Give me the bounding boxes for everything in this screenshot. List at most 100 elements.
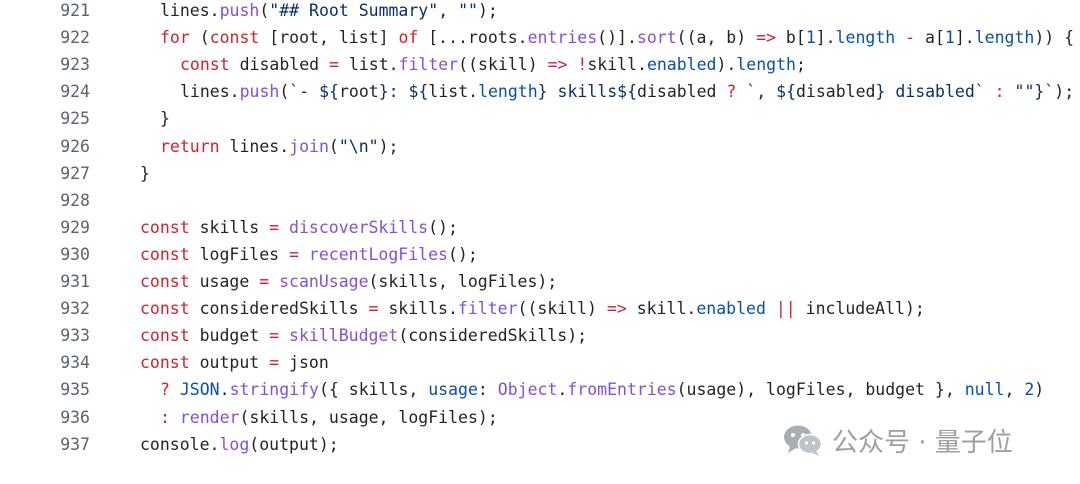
code-token: ();: [447, 244, 478, 264]
code-token: (usage), logFiles, budget },: [676, 380, 965, 400]
code-token: fromEntries: [567, 380, 677, 400]
code-token: [736, 82, 746, 101]
code-text: const output = json: [140, 349, 329, 376]
code-token: const: [140, 326, 190, 346]
code-token: [567, 55, 577, 74]
code-token: `, ${: [746, 82, 796, 102]
code-token: disabled: [637, 82, 727, 102]
line-number: 922: [60, 28, 90, 48]
code-token: 2: [1024, 380, 1035, 400]
code-token: !: [577, 55, 588, 75]
code-text: return lines.join("\n");: [160, 133, 398, 160]
code-token: ?: [726, 82, 737, 102]
code-token: "\n": [338, 136, 379, 156]
code-token: join: [289, 136, 329, 156]
code-token: "": [458, 1, 478, 20]
code-token: skills.: [378, 299, 458, 319]
code-token: [299, 245, 309, 264]
code-text: lines.push("## Root Summary", "");: [160, 0, 498, 24]
code-line: 925}: [0, 105, 1080, 132]
code-token: ||: [775, 299, 796, 319]
code-text: const logFiles = recentLogFiles();: [140, 241, 478, 268]
code-token: =: [269, 353, 280, 373]
code-token: const: [180, 55, 230, 75]
wechat-icon: [782, 422, 824, 458]
line-number: 928: [60, 190, 90, 210]
code-token: ,: [1004, 380, 1025, 400]
code-token: }`: [1034, 82, 1055, 102]
code-token: ((skill): [458, 55, 548, 75]
code-token: of: [398, 28, 419, 48]
code-token: )) {: [1034, 28, 1075, 48]
code-token: entries: [527, 28, 598, 48]
line-number: 930: [60, 244, 90, 264]
code-token: lines.: [160, 1, 220, 20]
code-token: Object: [497, 380, 558, 400]
code-token: :: [994, 82, 1005, 102]
code-token: 1: [944, 28, 955, 48]
code-token: (: [259, 1, 270, 20]
code-token: );: [1054, 82, 1075, 102]
code-token: scanUsage: [279, 272, 369, 291]
code-token: budget: [189, 326, 270, 346]
code-token: discoverSkills: [289, 217, 429, 237]
code-token: "## Root Summary": [269, 1, 439, 20]
code-token: list.: [428, 82, 479, 102]
line-number: 937: [60, 434, 90, 454]
code-token: [...roots.: [418, 28, 528, 48]
code-token: consideredSkills: [189, 299, 369, 319]
code-token: enabled: [646, 55, 717, 75]
code-token: const: [140, 299, 190, 319]
code-token: skill.: [626, 299, 697, 319]
code-token: [269, 272, 279, 291]
code-token: }: [140, 163, 150, 183]
code-token: (: [189, 28, 210, 48]
line-number: 927: [60, 163, 90, 183]
code-token: skillBudget: [289, 326, 399, 346]
code-text: ? JSON.stringify({ skills, usage: Object…: [160, 376, 1044, 403]
code-token: [279, 218, 289, 237]
code-token: ()].: [597, 28, 637, 48]
code-token: output: [189, 353, 270, 373]
code-token: =: [259, 272, 270, 291]
code-token: length: [736, 55, 796, 75]
code-token: }: [160, 109, 170, 129]
code-token: =>: [756, 28, 776, 48]
line-number: 924: [60, 82, 90, 102]
code-text: console.log(output);: [140, 431, 339, 458]
code-token: JSON: [179, 380, 220, 400]
code-token: push: [219, 1, 260, 20]
code-token: a[: [915, 28, 945, 48]
code-line: 935? JSON.stringify({ skills, usage: Obj…: [0, 376, 1080, 403]
code-token: b[: [776, 28, 806, 48]
code-token: :: [160, 407, 170, 427]
code-line: 930 const logFiles = recentLogFiles();: [0, 241, 1080, 268]
code-token: [279, 326, 289, 345]
code-token: console.: [140, 434, 220, 454]
code-token: [1005, 82, 1015, 101]
code-token: (skills, logFiles);: [368, 272, 558, 291]
code-token: } skills${: [537, 82, 638, 102]
code-token: ,: [438, 1, 459, 20]
code-token: lines.: [219, 136, 290, 156]
code-line: 927}: [0, 160, 1080, 187]
code-token: :: [477, 380, 498, 400]
code-token: =: [269, 326, 280, 346]
code-token: length: [974, 28, 1035, 48]
code-token: push: [239, 82, 280, 102]
code-token: disabled: [795, 82, 876, 102]
code-token: logFiles: [189, 244, 290, 264]
code-token: stringify: [229, 380, 319, 400]
code-text: const usage = scanUsage(skills, logFiles…: [140, 268, 557, 295]
line-number: 923: [60, 55, 90, 75]
code-token: =>: [606, 299, 627, 319]
code-token: [985, 82, 995, 101]
